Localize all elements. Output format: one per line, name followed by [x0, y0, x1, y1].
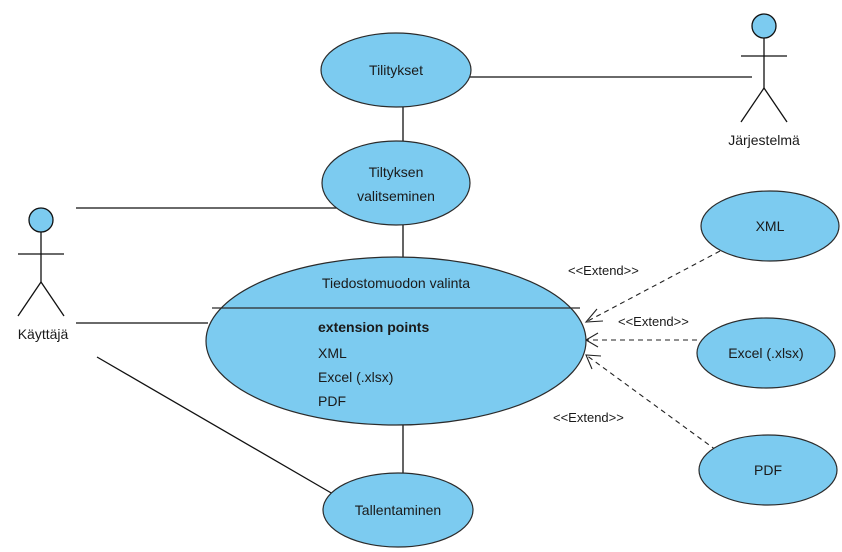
use-case-valitseminen[interactable]: Tiltyksen valitseminen [321, 140, 471, 226]
extension-point-pdf: PDF [318, 393, 346, 409]
extend-line-xml [585, 250, 721, 323]
extension-point-excel: Excel (.xlsx) [318, 369, 393, 385]
actor-kayttaja[interactable]: Käyttäjä [17, 207, 69, 342]
use-case-tilitykset-label: Tilitykset [369, 62, 423, 78]
use-case-pdf-label: PDF [754, 462, 782, 478]
actor-jarjestelma-leg-left [740, 87, 765, 123]
use-case-pdf[interactable]: PDF [698, 434, 838, 506]
actor-jarjestelma[interactable]: Järjestelmä [728, 13, 800, 148]
use-case-tiedostomuoto[interactable]: Tiedostomuodon valinta extension points … [205, 256, 587, 426]
extend-arrowhead-pdf [585, 354, 602, 370]
use-case-valitseminen-line1: Tiltyksen [369, 164, 424, 180]
use-case-excel-label: Excel (.xlsx) [728, 345, 803, 361]
actor-kayttaja-leg-left [17, 281, 42, 317]
use-case-xml-label: XML [756, 218, 785, 234]
extension-points-heading: extension points [318, 319, 429, 335]
extend-label-pdf: <<Extend>> [553, 410, 624, 425]
extension-point-xml: XML [318, 345, 347, 361]
actor-kayttaja-head [28, 207, 54, 233]
use-case-tiedostomuoto-title: Tiedostomuodon valinta [322, 275, 470, 291]
actor-jarjestelma-head [751, 13, 777, 39]
actor-jarjestelma-label: Järjestelmä [728, 132, 800, 148]
use-case-tallentaminen[interactable]: Tallentaminen [322, 472, 474, 548]
use-case-tallentaminen-label: Tallentaminen [355, 502, 441, 518]
actor-kayttaja-leg-right [40, 281, 65, 317]
association-user-tallentaminen [96, 356, 334, 495]
extend-label-xml: <<Extend>> [568, 263, 639, 278]
use-case-tilitykset[interactable]: Tilitykset [320, 32, 472, 108]
extend-label-excel: <<Extend>> [618, 314, 689, 329]
use-case-xml[interactable]: XML [700, 190, 840, 262]
use-case-excel[interactable]: Excel (.xlsx) [696, 317, 836, 389]
actor-jarjestelma-leg-right [763, 87, 788, 123]
use-case-valitseminen-line2: valitseminen [357, 188, 435, 204]
extend-arrowhead-xml [584, 308, 604, 323]
actor-kayttaja-label: Käyttäjä [18, 326, 69, 342]
extend-line-pdf [585, 354, 717, 451]
